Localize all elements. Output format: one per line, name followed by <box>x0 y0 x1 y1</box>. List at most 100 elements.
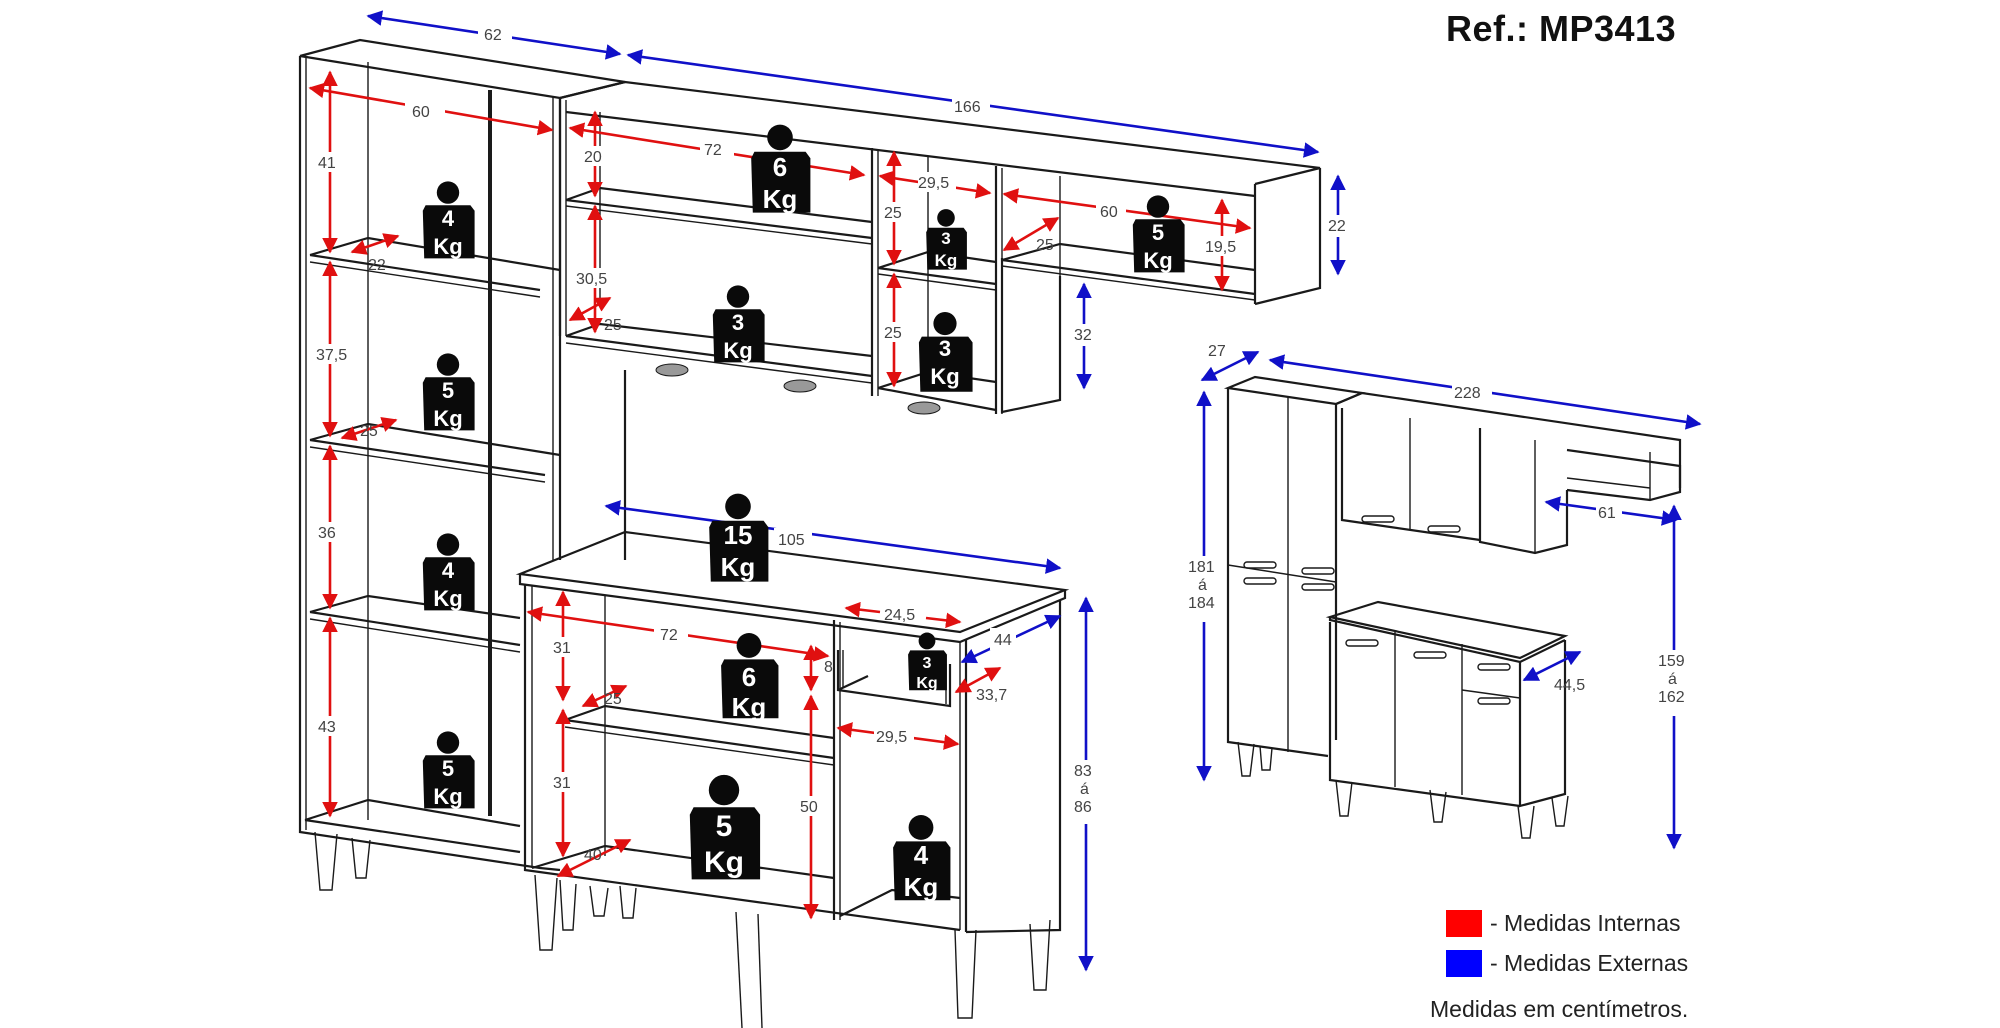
svg-text:6: 6 <box>773 152 787 182</box>
svg-text:Kg: Kg <box>904 872 939 902</box>
legend-swatch-red <box>1446 910 1482 937</box>
legend-internal-label: - Medidas Internas <box>1490 910 1681 936</box>
svg-text:25: 25 <box>360 423 378 440</box>
external-dimensions: 62 166 22 32 105 44 83 á 86 <box>366 10 1352 972</box>
svg-text:Kg: Kg <box>433 234 462 259</box>
svg-text:Kg: Kg <box>763 184 798 214</box>
svg-text:24,5: 24,5 <box>884 607 915 624</box>
svg-text:3: 3 <box>732 310 744 335</box>
svg-text:Kg: Kg <box>732 692 767 722</box>
svg-text:29,5: 29,5 <box>918 175 949 192</box>
svg-text:72: 72 <box>704 142 722 159</box>
svg-text:4: 4 <box>442 206 455 231</box>
svg-text:5: 5 <box>716 810 733 843</box>
svg-text:8: 8 <box>824 659 833 676</box>
weight-tag-tall-1: 4Kg <box>422 181 475 259</box>
svg-text:Kg: Kg <box>1143 248 1172 273</box>
svg-text:6: 6 <box>742 662 756 692</box>
unit-note: Medidas em centímetros. <box>1430 996 1689 1022</box>
svg-text:37,5: 37,5 <box>316 347 347 364</box>
weight-tags: 4Kg 5Kg 4Kg 5Kg 6Kg 3Kg 3Kg 3Kg 5Kg 15Kg… <box>422 124 1185 902</box>
legend-swatch-blue <box>1446 950 1482 977</box>
svg-text:25: 25 <box>1036 237 1054 254</box>
svg-text:43: 43 <box>318 719 336 736</box>
svg-text:20: 20 <box>584 149 602 166</box>
svg-text:25: 25 <box>604 317 622 334</box>
svg-text:Kg: Kg <box>433 406 462 431</box>
svg-text:83: 83 <box>1074 763 1092 780</box>
svg-text:Kg: Kg <box>433 586 462 611</box>
svg-text:25: 25 <box>884 205 902 222</box>
svg-text:4: 4 <box>442 558 455 583</box>
svg-text:33,7: 33,7 <box>976 687 1007 704</box>
svg-text:159: 159 <box>1658 653 1685 670</box>
svg-text:Kg: Kg <box>916 675 937 692</box>
svg-text:31: 31 <box>553 640 571 657</box>
svg-text:166: 166 <box>954 99 981 116</box>
reference-code: Ref.: MP3413 <box>1446 8 1677 49</box>
svg-text:Kg: Kg <box>704 846 744 879</box>
svg-text:29,5: 29,5 <box>876 729 907 746</box>
legend-internal: - Medidas Internas <box>1446 910 1680 937</box>
svg-text:5: 5 <box>1152 220 1164 245</box>
svg-text:41: 41 <box>318 155 336 172</box>
weight-tag-upper-4: 3Kg <box>918 311 973 392</box>
svg-text:4: 4 <box>914 840 929 870</box>
weight-tag-tall-2: 5Kg <box>422 353 475 431</box>
weight-tag-tall-4: 5Kg <box>422 731 475 809</box>
svg-text:60: 60 <box>1100 204 1118 221</box>
dim-tall-inner-width: 60 <box>412 104 430 121</box>
svg-text:3: 3 <box>941 229 950 248</box>
svg-text:Kg: Kg <box>723 338 752 363</box>
legend-external: - Medidas Externas <box>1446 950 1688 977</box>
svg-text:40: 40 <box>584 847 602 864</box>
weight-tag-upper-2: 3Kg <box>712 285 765 363</box>
weight-tag-upper-5: 5Kg <box>1132 195 1185 273</box>
legend-external-label: - Medidas Externas <box>1490 950 1689 976</box>
svg-text:15: 15 <box>724 520 753 550</box>
svg-text:105: 105 <box>778 532 805 549</box>
svg-text:86: 86 <box>1074 799 1092 816</box>
svg-text:Kg: Kg <box>433 784 462 809</box>
svg-text:30,5: 30,5 <box>576 271 607 288</box>
svg-text:á: á <box>1668 671 1677 688</box>
overview-drawing: 27 228 181 á 184 61 44,5 159 á 162 <box>1186 343 1702 850</box>
upper-cabinet <box>558 80 1322 560</box>
svg-text:50: 50 <box>800 799 818 816</box>
svg-text:3: 3 <box>939 336 951 361</box>
svg-text:5: 5 <box>442 756 454 781</box>
svg-text:36: 36 <box>318 525 336 542</box>
weight-tag-counter-1: 6Kg <box>721 633 779 722</box>
svg-text:72: 72 <box>660 627 678 644</box>
svg-text:25: 25 <box>884 325 902 342</box>
weight-tag-counter-3: 4Kg <box>893 815 951 902</box>
svg-text:228: 228 <box>1454 385 1481 402</box>
internal-dimensions: 60 41 22 37,5 25 36 43 72 20 30,5 25 29,… <box>308 70 1252 920</box>
svg-text:á: á <box>1198 577 1207 594</box>
svg-text:32: 32 <box>1074 327 1092 344</box>
svg-text:22: 22 <box>368 257 386 274</box>
svg-text:Kg: Kg <box>930 364 959 389</box>
svg-text:3: 3 <box>923 655 932 672</box>
weight-tag-counter-2: 5Kg <box>689 774 761 880</box>
svg-text:22: 22 <box>1328 218 1346 235</box>
weight-tag-tall-3: 4Kg <box>422 533 475 611</box>
svg-text:184: 184 <box>1188 595 1215 612</box>
weight-tag-drawer: 3Kg <box>908 632 947 692</box>
svg-text:5: 5 <box>442 378 454 403</box>
svg-text:25: 25 <box>604 691 622 708</box>
svg-text:19,5: 19,5 <box>1205 239 1236 256</box>
svg-text:181: 181 <box>1188 559 1215 576</box>
svg-text:61: 61 <box>1598 505 1616 522</box>
svg-text:á: á <box>1080 781 1089 798</box>
svg-text:44: 44 <box>994 632 1012 649</box>
svg-text:44,5: 44,5 <box>1554 677 1585 694</box>
counter-cabinet <box>515 530 1070 1028</box>
svg-text:62: 62 <box>484 27 502 44</box>
svg-text:27: 27 <box>1208 343 1226 360</box>
svg-text:Kg: Kg <box>935 251 958 270</box>
svg-text:162: 162 <box>1658 689 1685 706</box>
weight-tag-upper-1: 6Kg <box>751 124 811 214</box>
